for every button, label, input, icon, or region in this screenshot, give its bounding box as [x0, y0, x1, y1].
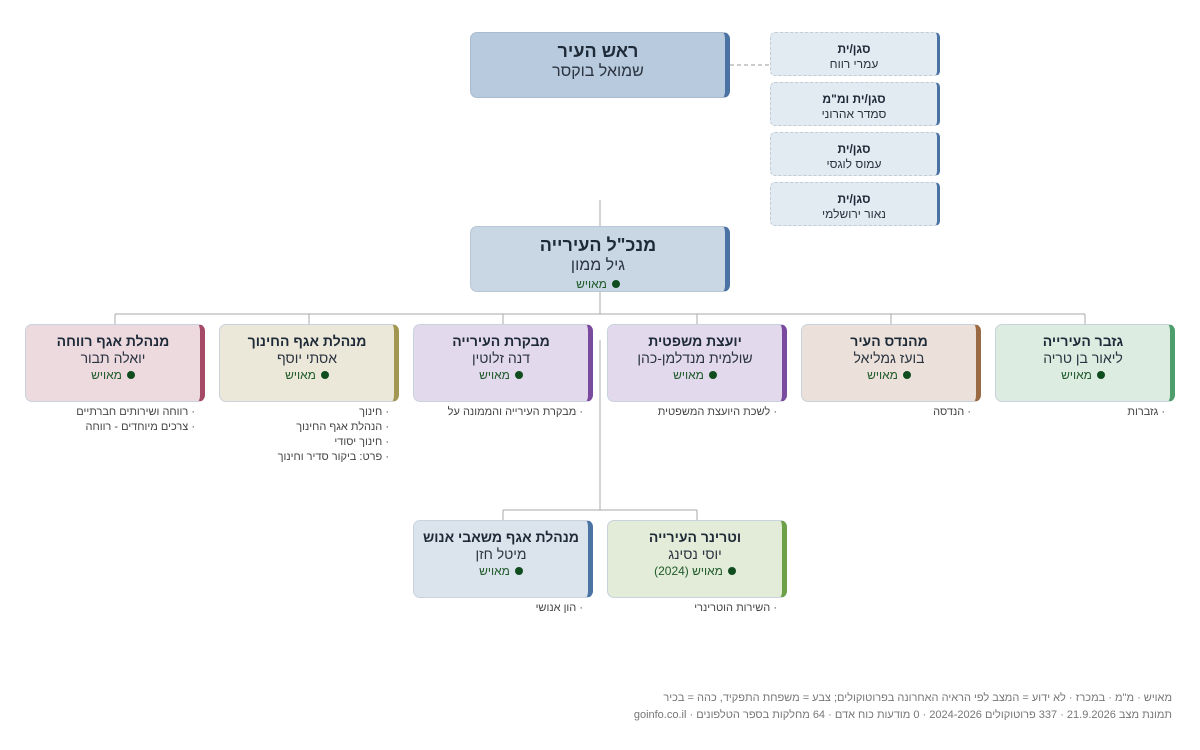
dept-box-hr[interactable]: מנהלת אגף משאבי אנוש מיטל חזן מאויש — [413, 520, 593, 598]
mayor-title: ראש העיר — [557, 41, 639, 61]
dept-title: גזבר העירייה — [1042, 333, 1124, 349]
dept-status: מאויש — [802, 368, 976, 382]
dept-subunits: לשכת היועצת המשפטית — [587, 405, 777, 420]
dept-name: דנה זלוטין — [472, 350, 530, 366]
dept-status-text: מאויש — [479, 564, 510, 578]
status-dot-icon — [902, 371, 911, 379]
dept-title: וטרינר העירייה — [648, 529, 742, 545]
dept-subunits: הנדסה — [781, 405, 971, 420]
dept-name: יואלה תבור — [80, 350, 146, 366]
dept-title: מנהלת אגף רווחה — [56, 333, 170, 349]
dept-status-text: מאויש — [673, 368, 704, 382]
dept-title: מנהלת אגף החינוך — [247, 333, 367, 349]
dept-name: יוסי נסינג — [668, 546, 722, 562]
deputy-box[interactable]: סגן/ית ומ"מ סמדר אהרוני — [770, 82, 940, 126]
dept-status: מאויש (2024) — [608, 564, 782, 578]
legend-note: מאויש · מ"מ · במכרז · לא ידוע = המצב לפי… — [663, 692, 1172, 704]
ceo-status-text: מאויש — [576, 277, 607, 291]
dept-name: שולמית מנדלמן-כהן — [637, 350, 753, 366]
subunit-item: צרכים מיוחדים - רווחה — [5, 420, 195, 435]
dept-status: מאויש — [220, 368, 394, 382]
subunit-item: רווחה ושירותים חברתיים — [5, 405, 195, 420]
deputy-name: עמוס לוגסי — [826, 157, 882, 171]
subunit-item: לשכת היועצת המשפטית — [587, 405, 777, 420]
deputy-box[interactable]: סגן/ית נאור ירושלמי — [770, 182, 940, 226]
ceo-name: גיל ממון — [570, 257, 626, 274]
dept-box-engineer[interactable]: מהנדס העיר בועז גמליאל מאויש — [801, 324, 981, 402]
deputy-name: עמרי רווח — [829, 57, 879, 71]
deputy-name: נאור ירושלמי — [822, 207, 886, 221]
dept-box-veterinarian[interactable]: וטרינר העירייה יוסי נסינג מאויש (2024) — [607, 520, 787, 598]
dept-title: מהנדס העיר — [850, 333, 928, 349]
dept-status-text: מאויש — [867, 368, 898, 382]
dept-subunits: הון אנושי — [393, 601, 583, 616]
snapshot-note: תמונת מצב 21.9.2026 · 337 פרוטוקולים 202… — [633, 709, 1172, 721]
deputy-title: סגן/ית ומ"מ — [822, 92, 886, 106]
mayor-name: שמואל בוקסר — [552, 63, 644, 80]
dept-subunits: חינוך הנהלת אגף החינוך חינוך יסודי פרט: … — [199, 405, 389, 465]
dept-subunits: גזברות — [975, 405, 1165, 420]
dept-status: מאויש — [26, 368, 200, 382]
deputy-title: סגן/ית — [837, 142, 871, 156]
dept-name: אסתי יוסף — [276, 350, 338, 366]
status-dot-icon — [126, 371, 135, 379]
ceo-status: מאויש — [471, 277, 725, 291]
deputy-box[interactable]: סגן/ית עמוס לוגסי — [770, 132, 940, 176]
dept-box-welfare[interactable]: מנהלת אגף רווחה יואלה תבור מאויש — [25, 324, 205, 402]
subunit-item: הון אנושי — [393, 601, 583, 616]
deputy-box[interactable]: סגן/ית עמרי רווח — [770, 32, 940, 76]
dept-status: מאויש — [996, 368, 1170, 382]
dept-status-text: מאויש — [479, 368, 510, 382]
ceo-title: מנכ"ל העירייה — [539, 235, 657, 255]
dept-box-comptroller[interactable]: מבקרת העירייה דנה זלוטין מאויש — [413, 324, 593, 402]
dept-title: מבקרת העירייה — [452, 333, 550, 349]
dept-box-education[interactable]: מנהלת אגף החינוך אסתי יוסף מאויש — [219, 324, 399, 402]
subunit-item: השירות הוטרינרי — [587, 601, 777, 616]
dept-box-legal[interactable]: יועצת משפטית שולמית מנדלמן-כהן מאויש — [607, 324, 787, 402]
subunit-item: חינוך — [199, 405, 389, 420]
dept-status: מאויש — [414, 564, 588, 578]
dept-title: מנהלת אגף משאבי אנוש — [423, 529, 579, 545]
subunit-item: גזברות — [975, 405, 1165, 420]
deputy-title: סגן/ית — [837, 192, 871, 206]
dept-name: ליאור בן טריה — [1043, 350, 1123, 366]
subunit-item: הנדסה — [781, 405, 971, 420]
deputy-name: סמדר אהרוני — [821, 107, 887, 121]
status-dot-icon — [1096, 371, 1105, 379]
ceo-box[interactable]: מנכ"ל העירייה גיל ממון מאויש — [470, 226, 730, 292]
dept-status: מאויש — [608, 368, 782, 382]
status-dot-icon — [320, 371, 329, 379]
subunit-item: הנהלת אגף החינוך — [199, 420, 389, 435]
dept-status-text: מאויש — [285, 368, 316, 382]
status-dot-icon — [514, 567, 523, 575]
dept-status: מאויש — [414, 368, 588, 382]
dept-title: יועצת משפטית — [648, 333, 742, 349]
mayor-box[interactable]: ראש העיר שמואל בוקסר — [470, 32, 730, 98]
dept-status-text: מאויש (2024) — [654, 564, 723, 578]
dept-subunits: השירות הוטרינרי — [587, 601, 777, 616]
dept-box-treasurer[interactable]: גזבר העירייה ליאור בן טריה מאויש — [995, 324, 1175, 402]
status-dot-icon — [708, 371, 717, 379]
dept-status-text: מאויש — [1061, 368, 1092, 382]
status-dot-icon — [727, 567, 736, 575]
subunit-item: מבקרת העירייה והממונה על — [393, 405, 583, 420]
dept-status-text: מאויש — [91, 368, 122, 382]
dept-name: מיטל חזן — [475, 546, 527, 562]
deputy-title: סגן/ית — [837, 42, 871, 56]
dept-subunits: מבקרת העירייה והממונה על — [393, 405, 583, 420]
dept-subunits: רווחה ושירותים חברתיים צרכים מיוחדים - ר… — [5, 405, 195, 435]
status-dot-icon — [611, 280, 620, 288]
subunit-item: חינוך יסודי — [199, 435, 389, 450]
status-dot-icon — [514, 371, 523, 379]
dept-name: בועז גמליאל — [853, 350, 925, 366]
subunit-item: פרט: ביקור סדיר וחינוך — [199, 450, 389, 465]
